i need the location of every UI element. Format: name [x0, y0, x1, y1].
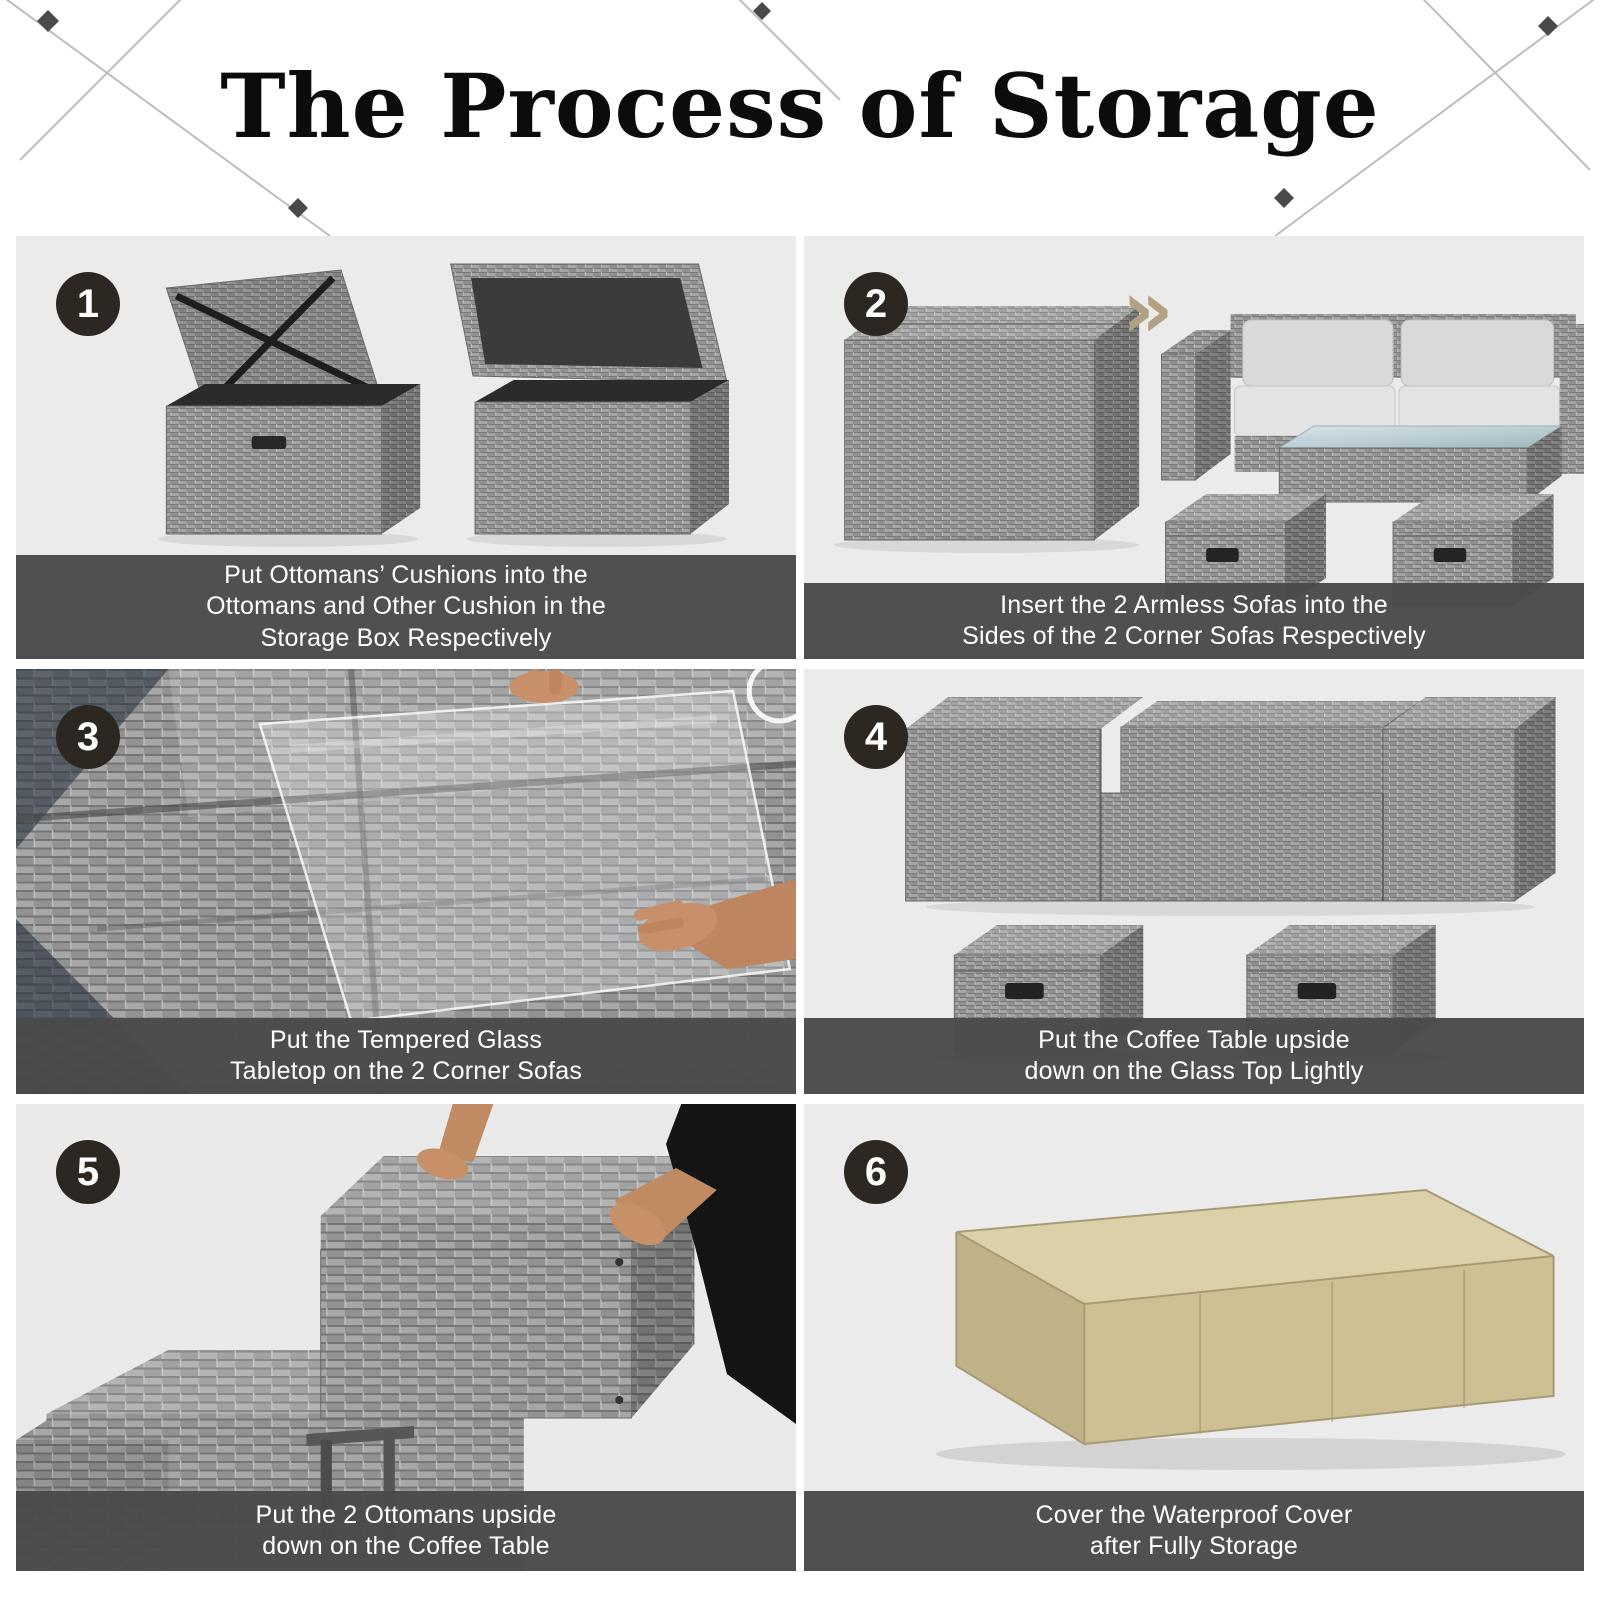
step4-illustration — [905, 697, 1556, 1064]
step-caption: Insert the 2 Armless Sofas into the Side… — [804, 583, 1584, 659]
ring-ornament — [746, 669, 796, 724]
caption-line: Put the Coffee Table upside — [1038, 1025, 1350, 1054]
step6-illustration — [936, 1188, 1566, 1470]
step-caption: Put the Tempered Glass Tabletop on the 2… — [16, 1018, 796, 1094]
top-hand — [509, 669, 579, 703]
step-panel-6: 6 Cover the Waterproof Cover after Fully… — [804, 1104, 1584, 1571]
caption-line: Sides of the 2 Corner Sofas Respectively — [962, 622, 1426, 650]
step-panel-1: 1 Put Ottomans’ Cushions into the Ottoma… — [16, 236, 796, 659]
step-caption: Put Ottomans’ Cushions into the Ottomans… — [16, 555, 796, 659]
caption-line: down on the Coffee Table — [262, 1532, 550, 1560]
caption-line: Ottomans and Other Cushion in the — [206, 592, 606, 621]
glass-pane — [258, 689, 792, 1023]
open-storage-box-right — [450, 263, 729, 547]
step-panel-3: 3 Put the Tempered Glass Tabletop on the… — [16, 669, 796, 1094]
step-number-badge: 6 — [844, 1140, 908, 1204]
caption-line: Cover the Waterproof Cover — [1035, 1500, 1353, 1529]
caption-line: after Fully Storage — [1089, 1532, 1299, 1560]
caption-line: Tabletop on the 2 Corner Sofas — [229, 1057, 583, 1085]
caption-line: Put the 2 Ottomans upside — [255, 1500, 557, 1529]
step-number-badge: 5 — [56, 1140, 120, 1204]
chevron-right-icon: » — [1122, 263, 1174, 356]
step-panel-2: » 2 Insert the 2 Armless Sofas into the … — [804, 236, 1584, 659]
corner-sofa-set — [1160, 314, 1584, 503]
step-panel-4: 4 Put the Coffee Table upside down on th… — [804, 669, 1584, 1094]
step-number-badge: 3 — [56, 705, 120, 769]
caption-line: Storage Box Respectively — [260, 623, 552, 652]
step1-illustration — [158, 263, 729, 547]
storage-box — [834, 306, 1140, 553]
step-caption: Put the 2 Ottomans upside down on the Co… — [16, 1491, 796, 1571]
left-hand — [417, 1104, 494, 1180]
page-title: The Process of Storage — [220, 54, 1380, 158]
waterproof-cover — [936, 1188, 1566, 1470]
step-number-badge: 2 — [844, 272, 908, 336]
step-number-badge: 4 — [844, 705, 908, 769]
right-hand — [634, 879, 796, 969]
caption-line: Insert the 2 Armless Sofas into the — [1000, 590, 1388, 619]
caption-line: Put Ottomans’ Cushions into the — [224, 560, 588, 589]
step-caption: Put the Coffee Table upside down on the … — [804, 1018, 1584, 1094]
page-header: The Process of Storage — [0, 0, 1600, 236]
step-panel-5: 5 Put the 2 Ottomans upside down on the … — [16, 1104, 796, 1571]
packed-assembly — [905, 697, 1556, 916]
person-right — [609, 1104, 796, 1424]
table-legs — [306, 1426, 415, 1540]
diamond-ornaments — [37, 2, 1558, 218]
decorative-lines — [5, 0, 1595, 236]
steps-grid: 1 Put Ottomans’ Cushions into the Ottoma… — [0, 236, 1600, 1571]
step-number-badge: 1 — [56, 272, 120, 336]
open-storage-box-left — [158, 269, 421, 547]
caption-line: Put the Tempered Glass — [269, 1025, 543, 1054]
step-caption: Cover the Waterproof Cover after Fully S… — [804, 1491, 1584, 1571]
caption-line: down on the Glass Top Lightly — [1024, 1057, 1364, 1085]
